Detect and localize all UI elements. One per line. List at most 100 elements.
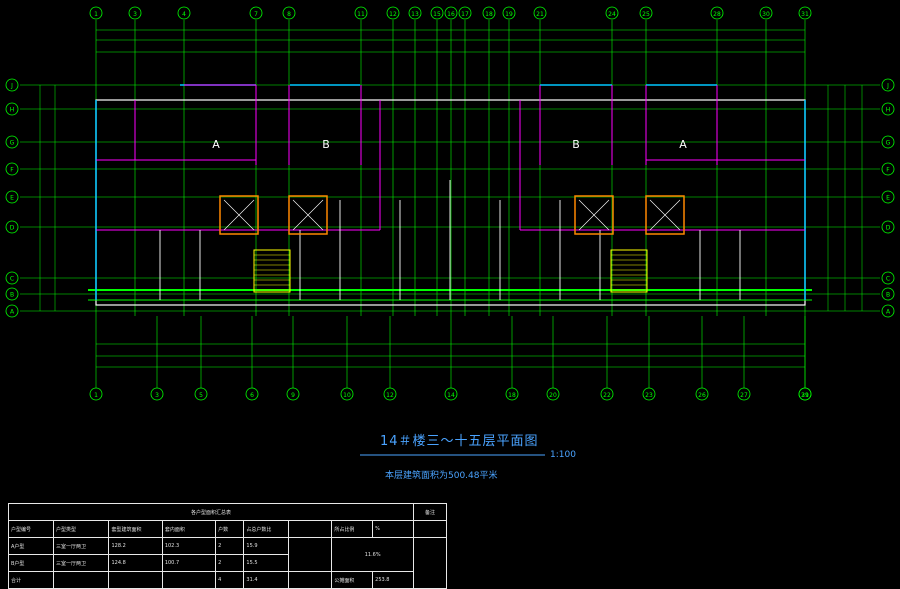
axis-label: 3 (155, 392, 159, 399)
axis-label: 28 (713, 11, 721, 18)
table-header: 所占比例 (331, 520, 374, 538)
table-cell: 2 (215, 537, 245, 555)
axis-bubble (798, 6, 812, 20)
axis-bubble (881, 78, 895, 92)
table-cell: 124.8 (108, 554, 163, 572)
axis-bubble (881, 287, 895, 301)
axis-label: 22 (603, 392, 611, 399)
table-cell (52, 571, 110, 589)
axis-label: H (886, 107, 891, 114)
axis-bubble (249, 6, 263, 20)
axis-bubble (340, 387, 354, 401)
axis-bubble (150, 387, 164, 401)
table-cell (161, 571, 217, 589)
elevator-shaft (219, 195, 259, 235)
axis-bubble (798, 387, 812, 401)
axis-bubble (5, 78, 19, 92)
axis-label: D (10, 225, 15, 232)
axis-bubble (639, 6, 653, 20)
axis-bubble (737, 387, 751, 401)
axis-bubble (881, 135, 895, 149)
table-header: 套型建筑面积 (108, 520, 163, 538)
table-cell: A户型 (8, 537, 54, 555)
axis-label: G (10, 140, 15, 147)
elevator-shaft (574, 195, 614, 235)
table-cell (288, 571, 333, 589)
axis-label: 4 (182, 11, 186, 18)
axis-label: A (10, 309, 15, 316)
axis-grid (20, 20, 880, 388)
axis-bubble (710, 6, 724, 20)
axis-bubble (5, 271, 19, 285)
axis-bubble (881, 190, 895, 204)
axis-label: 13 (411, 11, 419, 18)
table-header: 套内面积 (161, 520, 217, 538)
axis-bubble (245, 387, 259, 401)
table-cell: 公摊面积 (331, 571, 374, 589)
axis-bubble (89, 6, 103, 20)
table-cell: 15.5 (243, 554, 290, 572)
table-header-row: 户型编号 户型类型 套型建筑面积 套内面积 户数 占总户数比 所占比例 % (8, 520, 447, 538)
table-header (288, 520, 333, 538)
table-cell: 102.3 (161, 537, 217, 555)
axis-label: 18 (485, 11, 493, 18)
axis-bubble (5, 162, 19, 176)
axis-bubble (881, 220, 895, 234)
axis-bubble (383, 387, 397, 401)
table-header: 户型类型 (52, 520, 110, 538)
axis-label: 26 (698, 392, 706, 399)
elevator-cross (578, 199, 610, 231)
axis-bubble (605, 6, 619, 20)
axis-bubble (386, 6, 400, 20)
elevator-cross (292, 199, 324, 231)
axis-label: 21 (536, 11, 544, 18)
axis-label: 10 (343, 392, 351, 399)
table-cell: 253.8 (372, 571, 414, 589)
table-cell: 2 (215, 554, 245, 572)
table-caption: 各户型面积汇总表 (8, 503, 414, 521)
axis-label: 12 (389, 11, 397, 18)
axis-label: F (886, 167, 890, 174)
axis-bubble (458, 6, 472, 20)
axis-label: H (10, 107, 15, 114)
unit-label: A (679, 138, 687, 151)
axis-label: G (886, 140, 891, 147)
axis-bubble (642, 387, 656, 401)
axis-label: J (886, 83, 889, 90)
elevator-shaft (288, 195, 328, 235)
table-row: 合计 4 31.4 公摊面积 253.8 (8, 571, 447, 589)
table-header: % (372, 520, 414, 538)
axis-label: 15 (433, 11, 441, 18)
axis-label: 8 (287, 11, 291, 18)
axis-label: 31 (801, 392, 809, 399)
table-header (413, 520, 447, 538)
unit-label: A (212, 138, 220, 151)
axis-label: D (886, 225, 891, 232)
axis-label: 27 (740, 392, 748, 399)
axis-bubble (881, 271, 895, 285)
stair-outline (610, 249, 648, 293)
elevator-shaft (645, 195, 685, 235)
axis-label: 19 (505, 11, 513, 18)
axis-bubble (695, 387, 709, 401)
axis-label: 11 (357, 11, 365, 18)
floor-area-note: 本层建筑面积为500.48平米 (385, 471, 498, 481)
axis-bubble (194, 387, 208, 401)
table-cell (413, 537, 447, 589)
table-header: 户数 (215, 520, 245, 538)
axis-label: 23 (645, 392, 653, 399)
axis-bubble (881, 162, 895, 176)
axis-bubble (505, 387, 519, 401)
axis-bubble (759, 6, 773, 20)
axis-label: 14 (447, 392, 455, 399)
axis-label: B (886, 292, 890, 299)
stair-outline (253, 249, 291, 293)
axis-label: 16 (447, 11, 455, 18)
axis-bubble (5, 102, 19, 116)
axis-bubble (5, 287, 19, 301)
drawing-scale: 1:100 (550, 450, 576, 460)
table-header: 户型编号 (8, 520, 54, 538)
drawing-title: 14＃楼三～十五层平面图 (380, 434, 539, 449)
remark-header: 备注 (413, 503, 447, 521)
